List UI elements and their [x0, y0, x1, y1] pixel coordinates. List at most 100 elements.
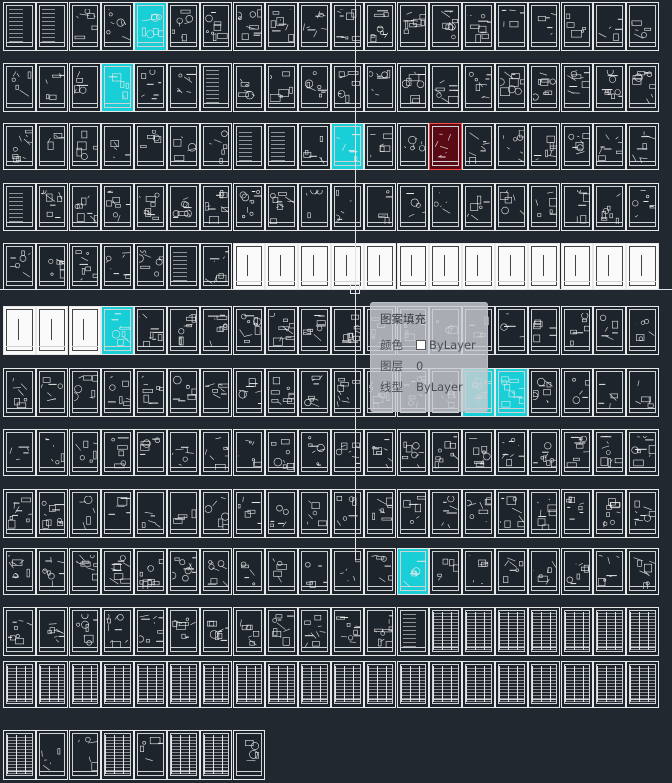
drawing-sheet[interactable]	[560, 368, 594, 417]
drawing-sheet[interactable]	[134, 607, 167, 656]
drawing-sheet[interactable]	[396, 661, 430, 708]
drawing-sheet[interactable]	[429, 429, 462, 476]
drawing-sheet[interactable]	[363, 607, 397, 656]
drawing-sheet[interactable]	[68, 243, 102, 290]
drawing-sheet[interactable]	[527, 368, 561, 417]
drawing-sheet[interactable]	[298, 607, 331, 656]
drawing-sheet[interactable]	[68, 183, 102, 231]
drawing-sheet[interactable]	[232, 368, 266, 417]
drawing-sheet[interactable]	[396, 548, 430, 595]
drawing-sheet[interactable]	[527, 489, 561, 538]
drawing-sheet[interactable]	[101, 243, 134, 290]
drawing-sheet[interactable]	[560, 123, 594, 170]
drawing-sheet[interactable]	[560, 429, 594, 476]
drawing-sheet[interactable]	[35, 548, 69, 595]
drawing-sheet[interactable]	[462, 607, 495, 656]
drawing-sheet[interactable]	[35, 183, 69, 231]
drawing-sheet[interactable]	[462, 63, 495, 112]
drawing-sheet[interactable]	[199, 661, 233, 708]
drawing-sheet[interactable]	[68, 2, 102, 51]
drawing-sheet[interactable]	[495, 429, 528, 476]
drawing-sheet[interactable]	[363, 183, 397, 231]
drawing-sheet[interactable]	[396, 243, 430, 290]
drawing-sheet[interactable]	[396, 183, 430, 231]
drawing-sheet[interactable]	[626, 243, 659, 290]
drawing-sheet[interactable]	[199, 2, 233, 51]
drawing-sheet[interactable]	[167, 306, 200, 355]
drawing-sheet[interactable]	[298, 123, 331, 170]
drawing-sheet[interactable]	[232, 661, 266, 708]
drawing-sheet[interactable]	[101, 63, 134, 112]
drawing-sheet[interactable]	[68, 429, 102, 476]
drawing-sheet[interactable]	[593, 607, 626, 656]
drawing-sheet[interactable]	[265, 63, 298, 112]
drawing-sheet[interactable]	[167, 607, 200, 656]
drawing-sheet[interactable]	[101, 368, 134, 417]
drawing-sheet[interactable]	[331, 123, 364, 170]
drawing-sheet[interactable]	[3, 306, 36, 355]
drawing-sheet[interactable]	[429, 123, 462, 170]
drawing-sheet[interactable]	[3, 661, 36, 708]
drawing-sheet[interactable]	[298, 63, 331, 112]
drawing-sheet[interactable]	[429, 243, 462, 290]
drawing-sheet[interactable]	[298, 489, 331, 538]
drawing-sheet[interactable]	[167, 661, 200, 708]
drawing-sheet[interactable]	[232, 2, 266, 51]
drawing-sheet[interactable]	[199, 607, 233, 656]
drawing-sheet[interactable]	[626, 661, 659, 708]
drawing-sheet[interactable]	[495, 243, 528, 290]
drawing-sheet[interactable]	[199, 123, 233, 170]
drawing-sheet[interactable]	[3, 730, 36, 780]
drawing-sheet[interactable]	[3, 183, 36, 231]
drawing-sheet[interactable]	[560, 183, 594, 231]
drawing-sheet[interactable]	[593, 183, 626, 231]
drawing-sheet[interactable]	[167, 63, 200, 112]
drawing-sheet[interactable]	[560, 607, 594, 656]
drawing-sheet[interactable]	[560, 2, 594, 51]
drawing-sheet[interactable]	[199, 429, 233, 476]
drawing-sheet[interactable]	[560, 243, 594, 290]
drawing-sheet[interactable]	[101, 2, 134, 51]
drawing-sheet[interactable]	[363, 661, 397, 708]
drawing-sheet[interactable]	[363, 123, 397, 170]
drawing-sheet[interactable]	[265, 243, 298, 290]
drawing-sheet[interactable]	[527, 607, 561, 656]
drawing-sheet[interactable]	[3, 489, 36, 538]
drawing-sheet[interactable]	[101, 429, 134, 476]
drawing-sheet[interactable]	[363, 63, 397, 112]
drawing-sheet[interactable]	[265, 548, 298, 595]
drawing-sheet[interactable]	[35, 368, 69, 417]
drawing-sheet[interactable]	[298, 429, 331, 476]
drawing-sheet[interactable]	[560, 661, 594, 708]
drawing-sheet[interactable]	[331, 429, 364, 476]
drawing-sheet[interactable]	[3, 63, 36, 112]
drawing-sheet[interactable]	[167, 123, 200, 170]
drawing-sheet[interactable]	[527, 2, 561, 51]
drawing-sheet[interactable]	[199, 63, 233, 112]
drawing-sheet[interactable]	[462, 243, 495, 290]
drawing-sheet[interactable]	[298, 243, 331, 290]
drawing-sheet[interactable]	[265, 607, 298, 656]
drawing-sheet[interactable]	[3, 368, 36, 417]
drawing-sheet[interactable]	[35, 607, 69, 656]
drawing-sheet[interactable]	[3, 548, 36, 595]
drawing-sheet[interactable]	[396, 123, 430, 170]
drawing-sheet[interactable]	[68, 548, 102, 595]
drawing-sheet[interactable]	[626, 183, 659, 231]
drawing-sheet[interactable]	[626, 2, 659, 51]
drawing-sheet[interactable]	[101, 123, 134, 170]
drawing-sheet[interactable]	[298, 368, 331, 417]
drawing-sheet[interactable]	[462, 489, 495, 538]
drawing-sheet[interactable]	[331, 607, 364, 656]
drawing-sheet[interactable]	[495, 489, 528, 538]
drawing-sheet[interactable]	[495, 2, 528, 51]
drawing-sheet[interactable]	[3, 2, 36, 51]
drawing-sheet[interactable]	[167, 489, 200, 538]
drawing-sheet[interactable]	[626, 607, 659, 656]
drawing-sheet[interactable]	[396, 2, 430, 51]
drawing-sheet[interactable]	[134, 63, 167, 112]
drawing-sheet[interactable]	[626, 429, 659, 476]
drawing-sheet[interactable]	[527, 306, 561, 355]
drawing-sheet[interactable]	[462, 548, 495, 595]
